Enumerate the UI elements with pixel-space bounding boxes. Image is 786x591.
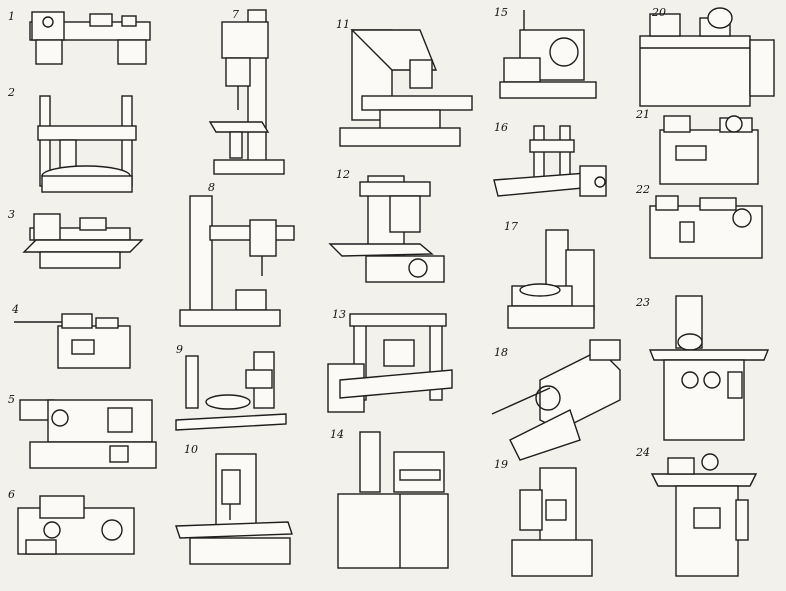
label-6: 6 [8,488,15,501]
machine-3-turret-lathe [22,213,144,269]
machine-16-planer [493,125,607,197]
label-21: 21 [635,108,650,121]
machine-21-internal-grinder [659,115,759,185]
label-13: 13 [332,308,346,321]
label-12: 12 [336,168,350,181]
label-1: 1 [8,10,15,23]
label-10: 10 [184,443,198,456]
machine-22-surface-grinder [649,195,763,259]
machine-23-surface-grinder [648,295,770,441]
machine-5-multi-spindle-automatic [19,399,157,469]
label-23: 23 [635,296,650,309]
machine-17-slotting [507,229,595,329]
label-11: 11 [336,18,350,31]
machine-7-drill-press [208,9,285,175]
machine-13-planer-milling [327,313,453,413]
machine-8-radial-drill [179,195,295,327]
machine-20-cylindrical-grinder [639,7,775,107]
label-14: 14 [330,428,344,441]
machine-18-horizontal-broaching [491,339,621,461]
label-17: 17 [504,220,518,233]
label-24: 24 [635,446,650,459]
label-20: 20 [651,6,666,19]
label-2: 2 [7,86,15,99]
machine-9-horizontal-boring [175,351,287,431]
label-7: 7 [232,8,239,21]
label-3: 3 [8,208,15,221]
label-19: 19 [494,458,508,471]
label-4: 4 [11,303,19,316]
machine-6-gear-machine [17,495,135,555]
machine-14-vertical-broaching [337,431,449,569]
label-8: 8 [208,181,215,194]
machine-10-jig-boring [175,453,293,565]
machine-19-gear-hobbing [511,467,593,577]
label-5: 5 [8,393,15,406]
machine-15-gear-shaper [499,10,597,99]
machine-24-tool-grinder [650,453,758,577]
label-18: 18 [494,346,508,359]
machine-11-vertical-milling [339,29,473,147]
machine-12-horizontal-milling [328,175,445,283]
label-16: 16 [494,121,508,134]
label-9: 9 [176,343,183,356]
machine-1-lathe [29,11,151,65]
machine-2-vertical-lathe [37,95,137,193]
label-22: 22 [635,183,650,196]
machine-4-automatic-lathe [14,313,131,369]
label-15: 15 [494,6,508,19]
